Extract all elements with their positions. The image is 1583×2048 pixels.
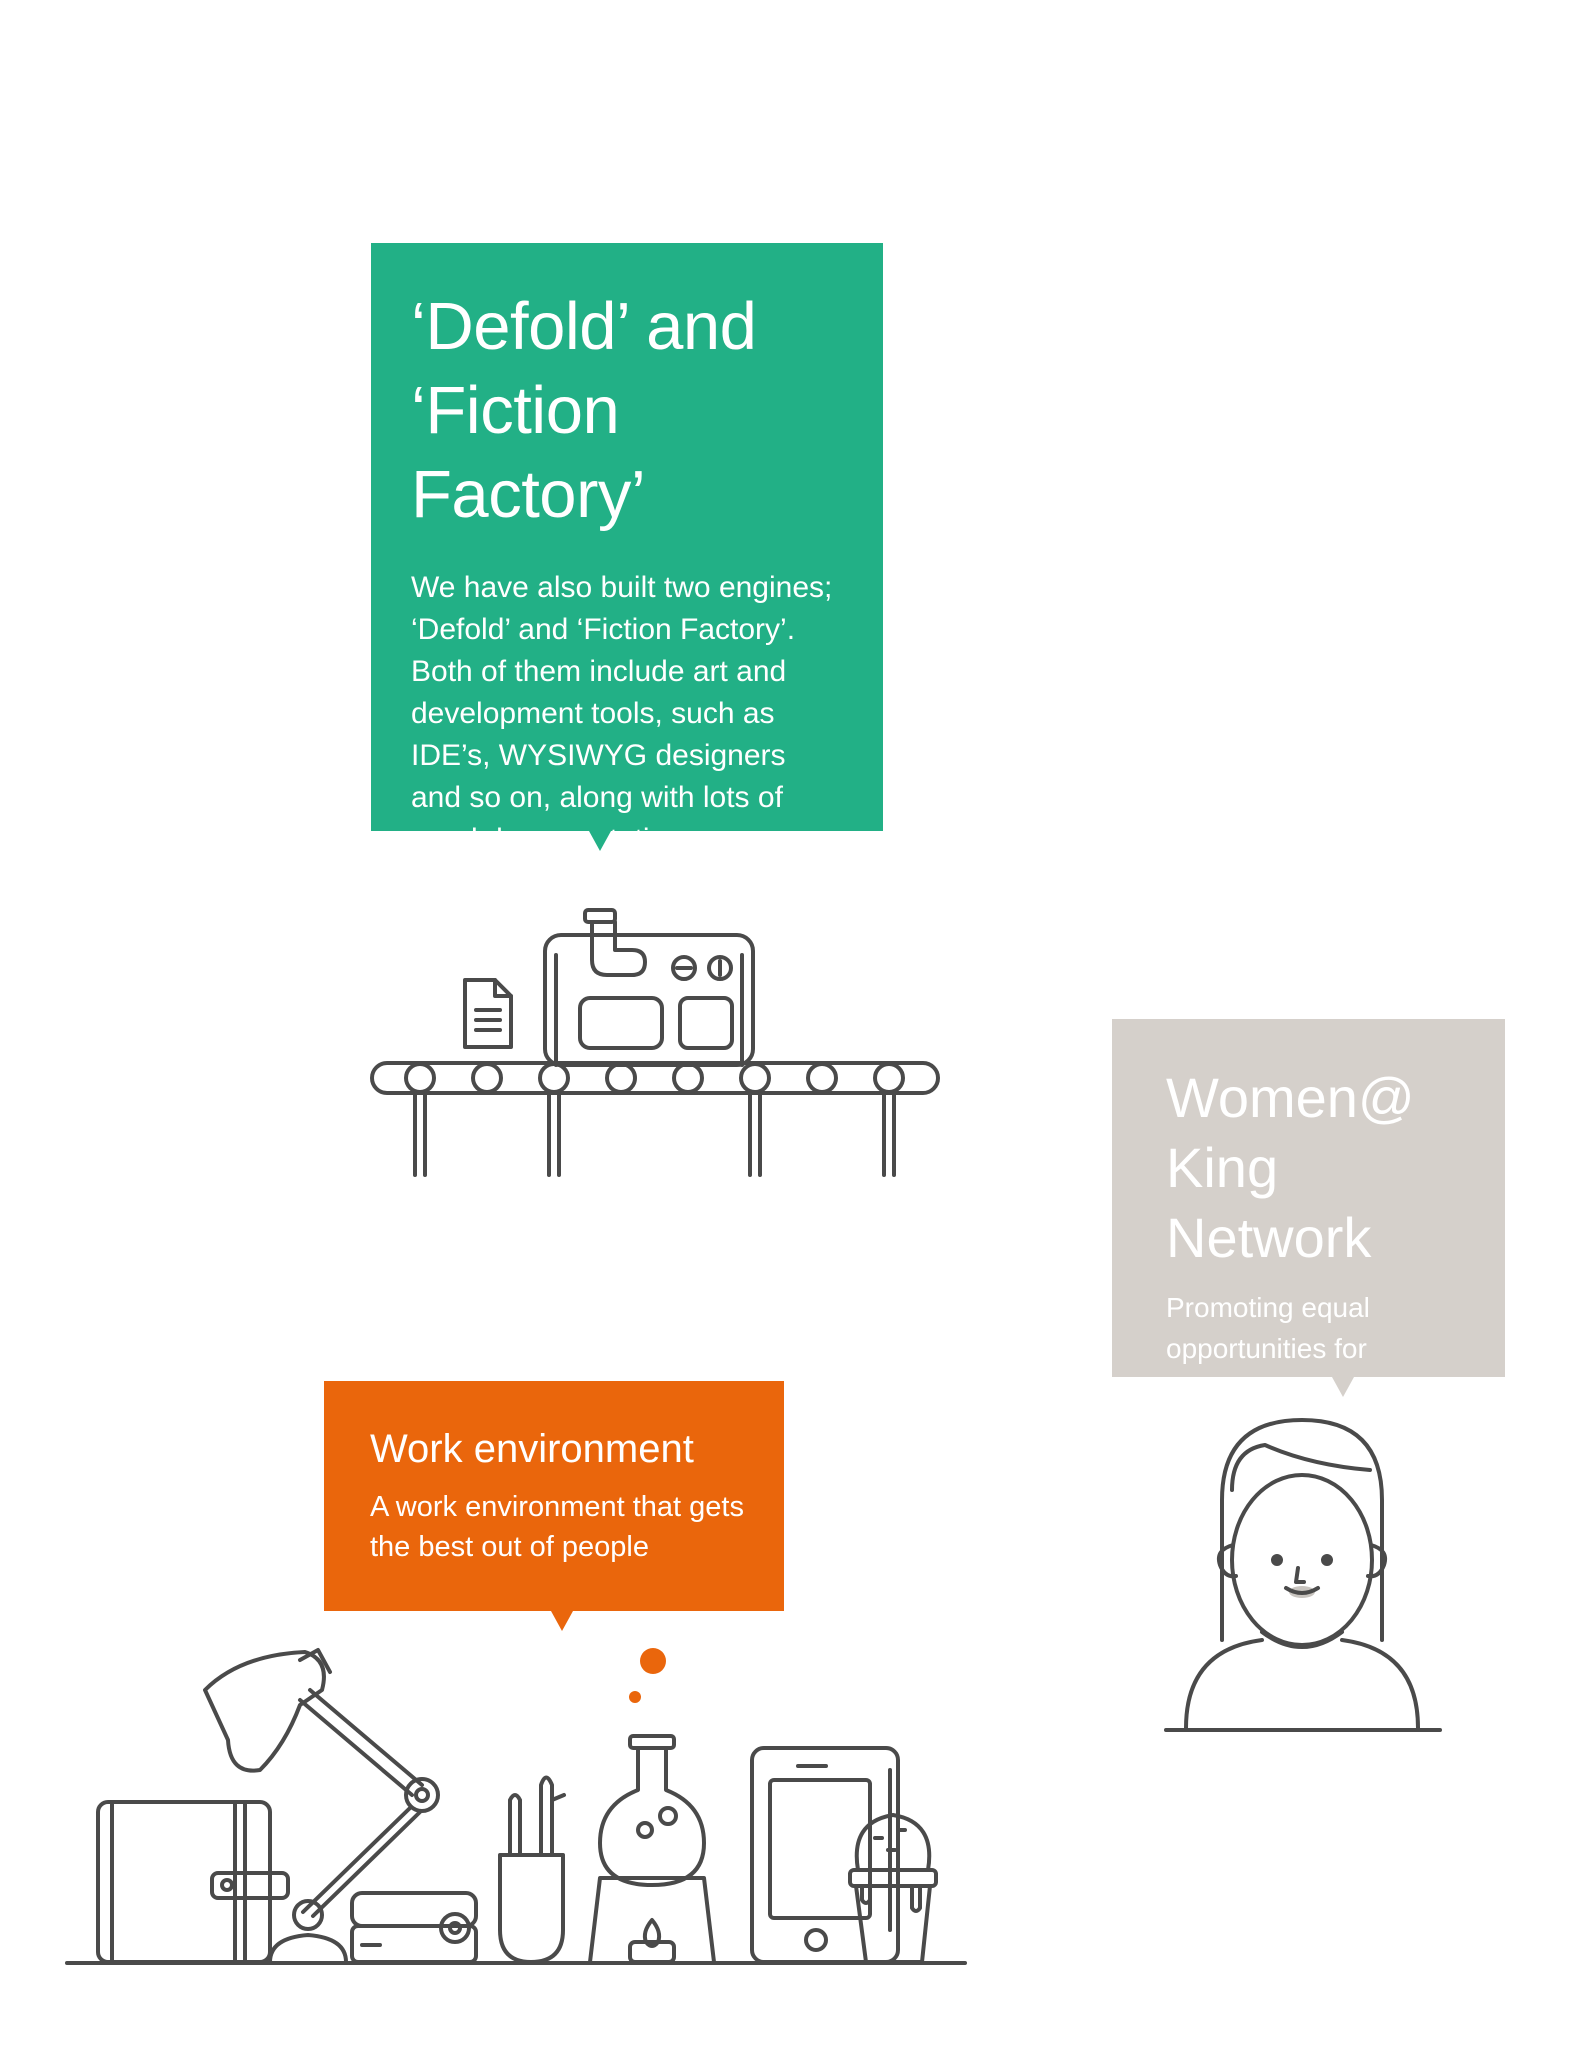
bubble-dots-icon	[629, 1648, 666, 1703]
lab-flask-icon	[588, 1734, 716, 1964]
defold-title-line1: ‘Defold’ and	[411, 289, 757, 364]
women-body-line: women	[1166, 1374, 1257, 1405]
plant-pot-icon	[848, 1813, 938, 1964]
women-body-line: Promoting equal	[1166, 1292, 1370, 1323]
pencil-cup-icon	[498, 1775, 566, 1964]
women-body-line: opportunities for	[1166, 1333, 1367, 1364]
defold-body-line: Both of them include art and	[411, 655, 787, 688]
book-icon	[96, 1800, 290, 1964]
work-body-line: A work environment that gets	[370, 1491, 744, 1523]
conveyor-belt-icon	[370, 1061, 940, 1177]
defold-body-line: ‘Defold’ and ‘Fiction Factory’.	[411, 613, 796, 646]
woman-portrait-icon	[1164, 1418, 1442, 1732]
document-icon	[463, 978, 513, 1049]
work-description: A work environment that gets the best ou…	[370, 1487, 764, 1567]
defold-callout: ‘Defold’ and ‘Fiction Factory’ We have a…	[371, 243, 883, 856]
defold-body-line: IDE’s, WYSIWYG designers	[411, 739, 786, 772]
machine-icon	[543, 908, 755, 1067]
work-body-line: the best out of people	[370, 1531, 649, 1563]
women-title-line2: King Network	[1166, 1136, 1372, 1269]
defold-body-line: We have also built two engines;	[411, 571, 833, 604]
tablet-phone-icon	[750, 1746, 900, 1964]
tape-dispenser-icon	[350, 1891, 478, 1964]
women-at-king-callout: Women@ King Network Promoting equal oppo…	[1112, 1019, 1505, 1405]
desk-scene-icon	[65, 1648, 967, 1965]
work-title: Work environment	[370, 1427, 694, 1471]
desk-lamp-icon	[203, 1648, 440, 1964]
women-description: Promoting equal opportunities for women	[1166, 1287, 1485, 1410]
women-title-line1: Women@	[1166, 1066, 1415, 1129]
defold-title-line2: ‘Fiction Factory’	[411, 373, 646, 532]
women-title: Women@ King Network	[1166, 1063, 1485, 1273]
defold-body-line: and so on, along with lots of	[411, 781, 783, 814]
work-environment-callout: Work environment A work environment that…	[324, 1381, 784, 1631]
defold-title: ‘Defold’ and ‘Fiction Factory’	[411, 285, 853, 537]
defold-body-line: development tools, such as	[411, 697, 775, 730]
factory-conveyor-icon	[370, 908, 940, 1177]
defold-body-line: good documentation.	[411, 823, 692, 856]
defold-description: We have also built two engines; ‘Defold’…	[411, 567, 853, 861]
